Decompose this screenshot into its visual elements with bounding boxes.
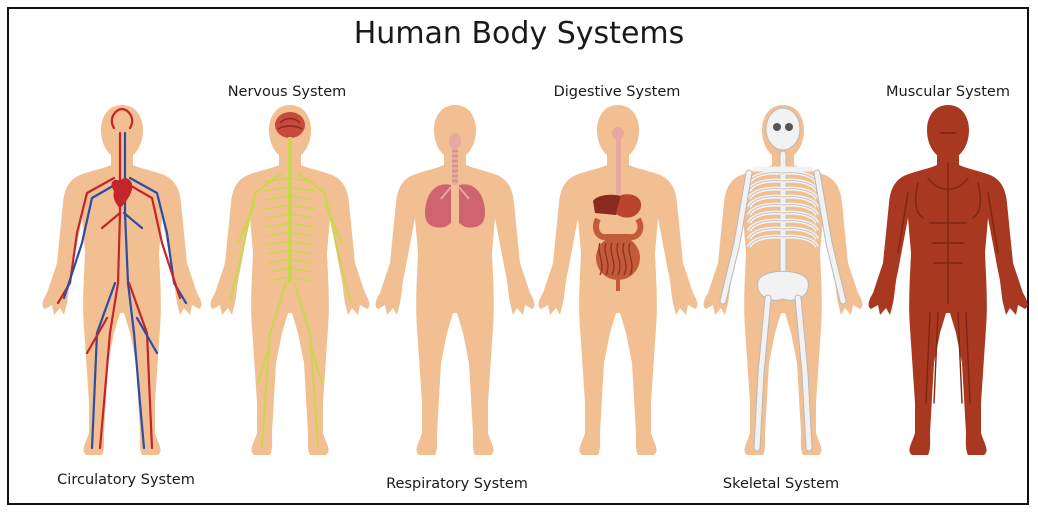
label-circulatory: Circulatory System xyxy=(57,472,195,488)
figure-respiratory xyxy=(376,105,535,455)
label-nervous: Nervous System xyxy=(228,84,347,100)
figure-nervous xyxy=(211,105,370,455)
skeletal-organs xyxy=(723,108,843,448)
label-muscular: Muscular System xyxy=(886,84,1010,100)
nervous-organs xyxy=(230,112,350,448)
label-skeletal: Skeletal System xyxy=(723,476,839,492)
digestive-organs xyxy=(593,127,641,291)
figure-muscular xyxy=(869,105,1028,455)
figure-digestive xyxy=(539,105,698,455)
label-respiratory: Respiratory System xyxy=(386,476,528,492)
body-silhouette xyxy=(43,105,202,455)
figure-circulatory xyxy=(43,105,202,455)
label-digestive: Digestive System xyxy=(554,84,681,100)
figure-skeletal xyxy=(704,105,863,455)
